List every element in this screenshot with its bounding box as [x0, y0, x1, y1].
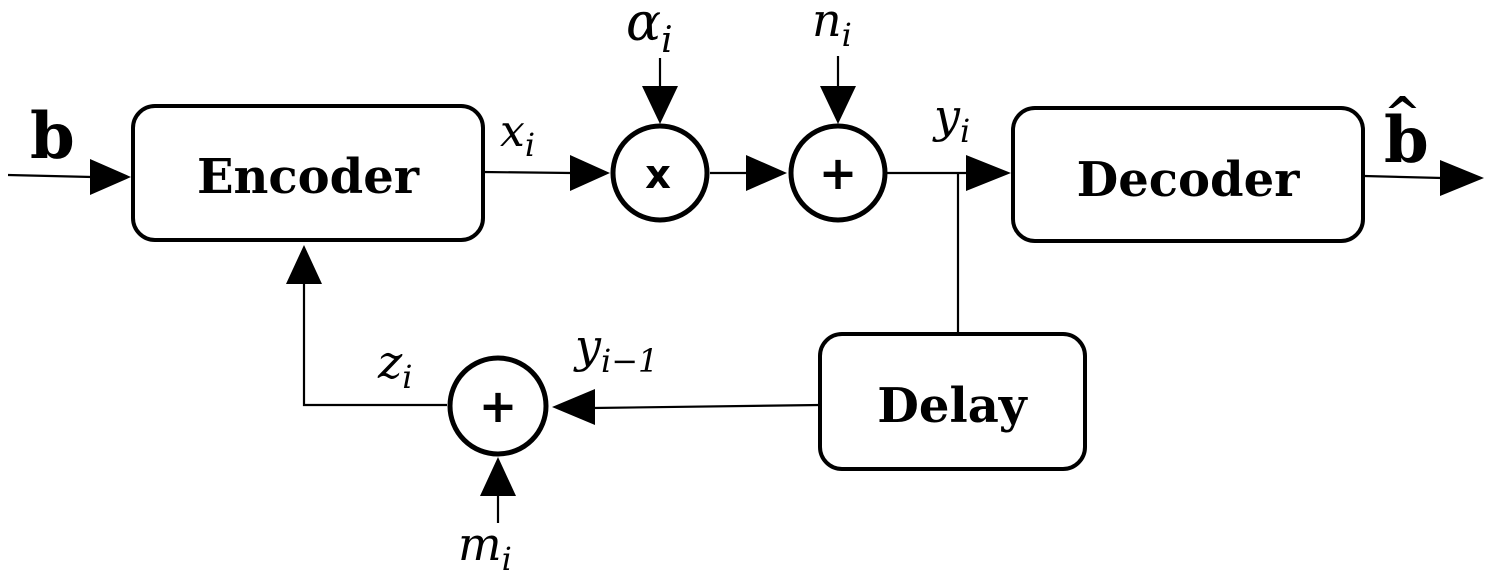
n-i-label: ni: [812, 0, 852, 54]
y-i-label: yi: [932, 89, 970, 150]
add-feedback-symbol: +: [479, 379, 518, 433]
wires: [7, 56, 1443, 523]
y-prev-label: yi−1: [573, 319, 658, 380]
wire-adder-to-encoder: [302, 282, 447, 407]
z-i-label: zi: [377, 335, 412, 396]
feedback-adder-node: +: [447, 355, 549, 457]
multiplier-node: x: [610, 123, 710, 223]
wire-output: [1363, 174, 1443, 180]
arrowhead-output: [1440, 160, 1484, 196]
alpha-i-label: αi: [626, 0, 673, 61]
signal-labels: b b ^ xi αi ni yi yi−1 zi mi: [30, 0, 1429, 578]
decoder-block: Decoder: [1011, 106, 1365, 243]
x-i-label: xi: [500, 106, 535, 164]
decoder-label: Decoder: [1077, 152, 1301, 208]
arrowhead-into-adder: [746, 155, 787, 191]
wire-delay-to-adder: [592, 403, 821, 410]
m-i-label: mi: [458, 517, 512, 578]
arrowheads: [90, 86, 1484, 496]
arrowhead-into-decoder: [966, 155, 1011, 191]
wire-input: [7, 173, 93, 179]
output-hat-label: ^: [1384, 88, 1421, 139]
encoder-block: Encoder: [131, 104, 485, 242]
encoder-label: Encoder: [197, 149, 420, 205]
arrowhead-alpha: [642, 86, 678, 124]
arrowhead-into-feedback-adder: [552, 389, 595, 425]
wire-encoder-to-multiplier: [482, 170, 573, 175]
arrowhead-into-multiplier: [570, 155, 610, 191]
multiply-symbol: x: [645, 152, 671, 198]
arrowhead-m: [480, 457, 516, 496]
arrowhead-into-encoder: [286, 245, 322, 284]
noise-adder-node: +: [788, 123, 888, 223]
arrowhead-noise: [820, 86, 856, 124]
output-b-label: b: [1384, 103, 1429, 178]
delay-label: Delay: [877, 378, 1029, 434]
input-b-label: b: [30, 99, 75, 174]
add-noise-symbol: +: [819, 146, 858, 200]
arrowhead-input: [90, 159, 131, 195]
delay-block: Delay: [818, 332, 1087, 471]
